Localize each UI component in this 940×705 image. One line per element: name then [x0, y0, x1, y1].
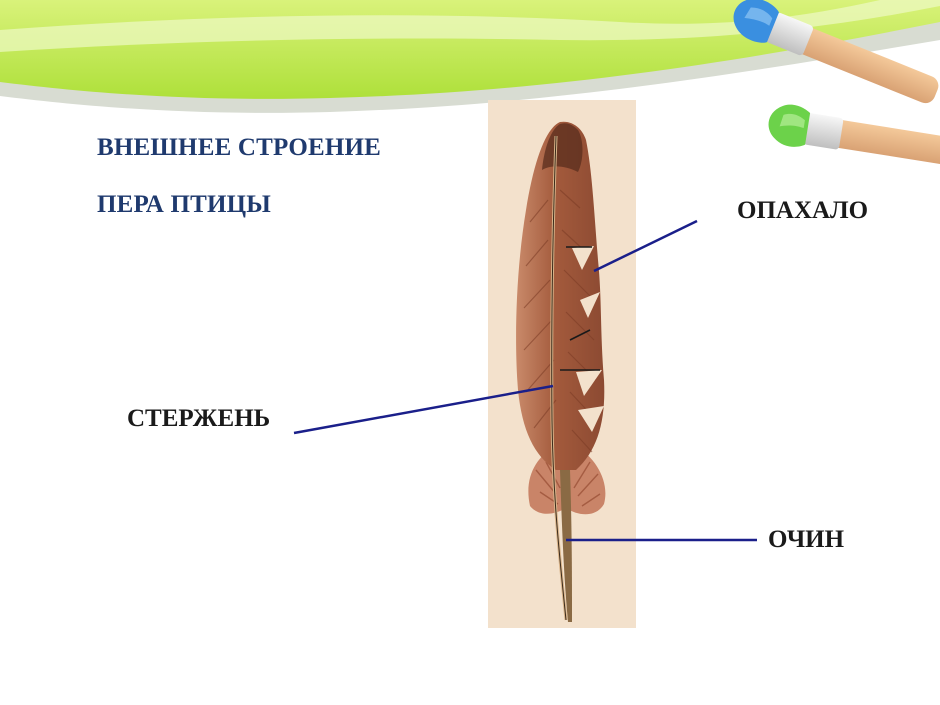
- label-quill: ОЧИН: [768, 526, 845, 553]
- wave-highlight: [0, 0, 940, 52]
- paintbrush-green-icon: [768, 104, 940, 166]
- label-vane: ОПАХАЛО: [737, 197, 869, 224]
- feather-illustration: [516, 121, 606, 622]
- header-wave: [0, 0, 940, 113]
- pointer-shaft: [293, 384, 554, 435]
- feather-quill: [560, 470, 572, 622]
- paintbrush-blue-icon: [733, 0, 939, 104]
- pointer-vane: [593, 219, 698, 273]
- title-line-1: ВНЕШНЕЕ СТРОЕНИЕ: [97, 134, 382, 161]
- label-shaft: СТЕРЖЕНЬ: [127, 405, 271, 432]
- title-line-2: ПЕРА ПТИЦЫ: [97, 191, 272, 218]
